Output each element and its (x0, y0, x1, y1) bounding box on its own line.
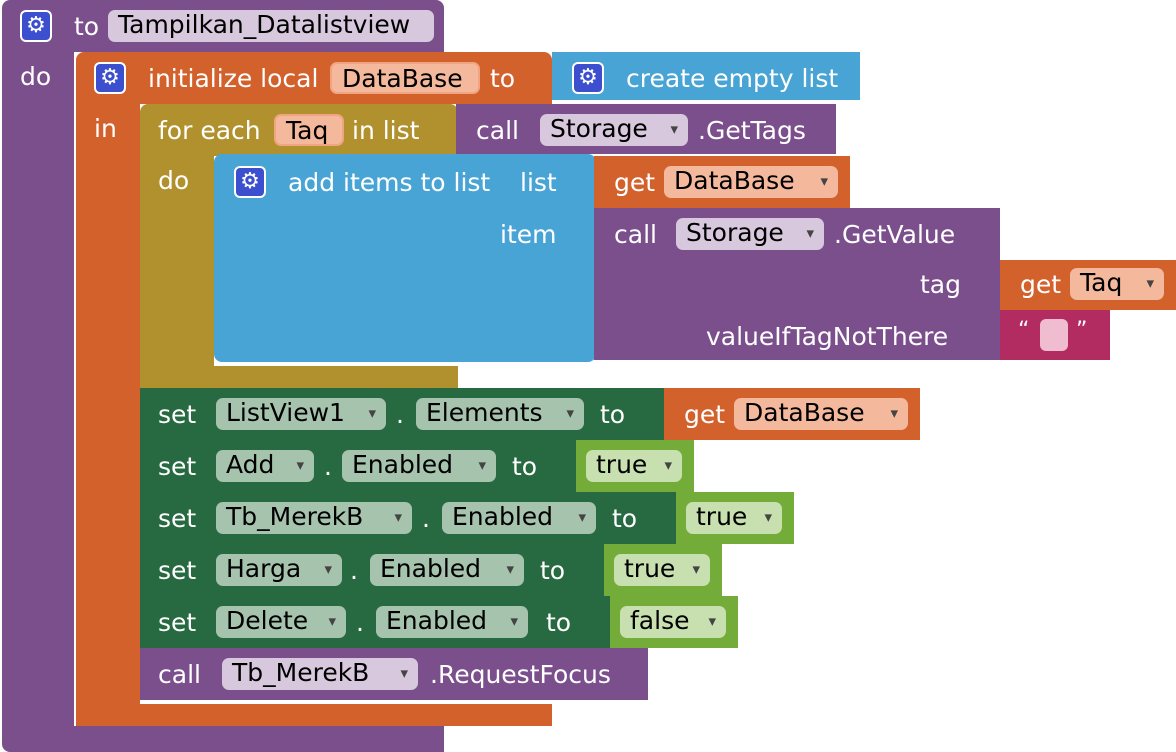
tag-label: tag (920, 270, 961, 299)
set-label: set (158, 556, 197, 585)
component-dropdown[interactable]: Add (216, 450, 314, 482)
to-label: to (612, 504, 638, 533)
storage-value-component-dropdown[interactable]: Storage (676, 218, 824, 250)
initialize-local-to-label: to (490, 64, 516, 93)
add-items-label: add items to list (288, 168, 491, 197)
get-label: get (684, 400, 726, 429)
procedure-bottom-cap (2, 726, 444, 752)
for-each-rail (140, 154, 214, 370)
in-list-label: in list (352, 116, 420, 145)
request-focus-component-dropdown[interactable]: Tb_MerekB (222, 658, 418, 690)
initialize-local-rail (76, 102, 140, 706)
close-quote: ” (1076, 318, 1088, 343)
to-label: to (546, 608, 572, 637)
property-dropdown[interactable]: Elements (416, 398, 584, 430)
property-dropdown[interactable]: Enabled (370, 554, 524, 586)
set-label: set (158, 452, 197, 481)
logic-value-dropdown[interactable]: false (620, 606, 726, 638)
dot-label: . (356, 608, 364, 637)
dot-label: . (396, 400, 404, 429)
empty-text-field[interactable] (1040, 319, 1068, 351)
property-dropdown[interactable]: Enabled (442, 502, 596, 534)
database-value-dropdown[interactable]: DataBase (734, 398, 908, 430)
for-each-cap (140, 366, 458, 388)
database-var-dropdown[interactable]: DataBase (664, 166, 838, 198)
component-dropdown[interactable]: Delete (216, 606, 346, 638)
get-tags-call-label: call (476, 116, 519, 145)
request-focus-call-label: call (158, 660, 201, 689)
get-value-call-label: call (614, 220, 657, 249)
for-each-label: for each (158, 116, 261, 145)
procedure-body-rail (2, 50, 74, 728)
value-if-tag-not-there-label: valueIfTagNotThere (706, 322, 949, 351)
component-dropdown[interactable]: Tb_MerekB (216, 502, 412, 534)
add-items-to-list-block[interactable] (214, 154, 596, 362)
initialize-local-label: initialize local (148, 64, 319, 93)
set-label: set (158, 608, 197, 637)
property-dropdown[interactable]: Enabled (376, 606, 528, 638)
loop-var-name-field[interactable]: Taq (274, 114, 344, 146)
set-label: set (158, 504, 197, 533)
create-empty-list-label: create empty list (626, 64, 839, 93)
component-dropdown[interactable]: ListView1 (216, 398, 386, 430)
add-items-list-label: list (520, 168, 557, 197)
procedure-gear-icon[interactable]: ⚙ (20, 10, 52, 42)
get-tags-method-label: .GetTags (698, 116, 806, 145)
taq-var-dropdown[interactable]: Taq (1070, 268, 1164, 300)
procedure-to-label: to (74, 12, 100, 41)
create-empty-list-gear-icon[interactable]: ⚙ (572, 62, 604, 94)
logic-value-dropdown[interactable]: true (586, 450, 682, 482)
dot-label: . (422, 504, 430, 533)
procedure-name-field[interactable]: Tampilkan_Datalistview (108, 10, 434, 42)
add-items-gear-icon[interactable]: ⚙ (234, 166, 266, 198)
get-taq-label: get (1020, 270, 1062, 299)
logic-value-dropdown[interactable]: true (614, 554, 710, 586)
initialize-local-in-label: in (94, 114, 117, 143)
to-label: to (540, 556, 566, 585)
set-label: set (158, 400, 197, 429)
dot-label: . (350, 556, 358, 585)
component-dropdown[interactable]: Harga (216, 554, 342, 586)
storage-component-dropdown[interactable]: Storage (540, 114, 688, 146)
property-dropdown[interactable]: Enabled (342, 450, 496, 482)
procedure-do-label: do (20, 62, 52, 91)
initialize-local-cap (76, 704, 552, 726)
local-var-name-field[interactable]: DataBase (330, 62, 480, 94)
for-each-do-label: do (158, 166, 190, 195)
open-quote: “ (1018, 318, 1030, 343)
to-label: to (600, 400, 626, 429)
get-value-method-label: .GetValue (834, 220, 956, 249)
add-items-item-label: item (500, 220, 557, 249)
to-label: to (512, 452, 538, 481)
dot-label: . (324, 452, 332, 481)
logic-value-dropdown[interactable]: true (686, 502, 782, 534)
request-focus-method-label: .RequestFocus (430, 660, 611, 689)
get-database-label: get (614, 168, 656, 197)
initialize-local-gear-icon[interactable]: ⚙ (94, 62, 126, 94)
